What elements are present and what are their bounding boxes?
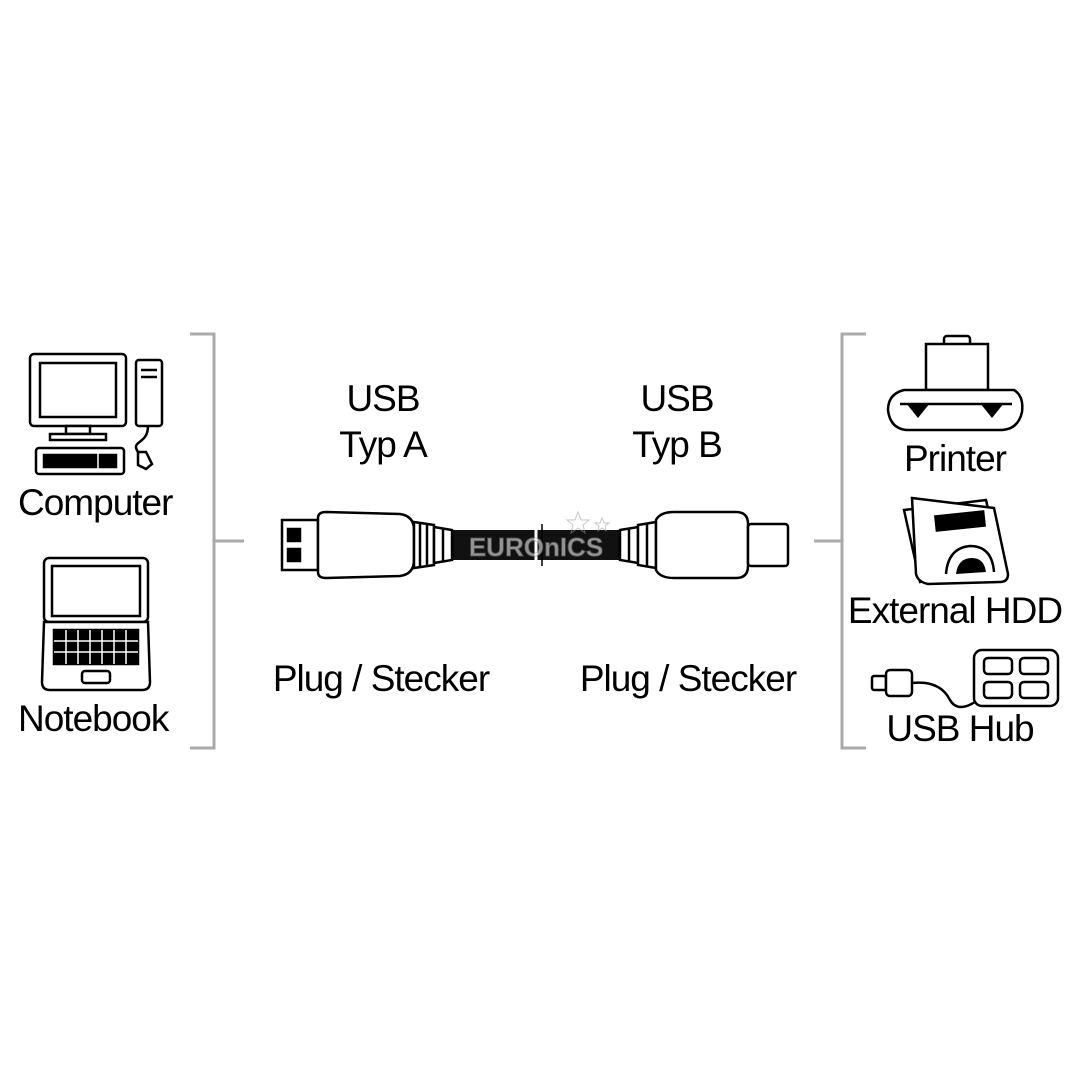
printer-label: Printer [904, 438, 1007, 479]
notebook-icon [40, 556, 152, 692]
usb-hub-icon [870, 648, 1060, 709]
printer-icon [886, 334, 1024, 432]
usb-hub-label: USB Hub [886, 708, 1034, 749]
connector-a-line2: Typ A [339, 424, 428, 465]
usb-cable [452, 524, 620, 566]
right-bracket [814, 332, 866, 750]
left-bracket [190, 332, 244, 750]
connector-b-line1: USB [640, 378, 714, 419]
usb-type-b-plug-icon [618, 510, 790, 580]
connector-a-line1: USB [346, 378, 420, 419]
connector-b-line2: Typ B [632, 424, 723, 465]
notebook-label: Notebook [18, 698, 169, 739]
external-hdd-label: External HDD [847, 590, 1063, 631]
connector-a-gender-label: Plug / Stecker [272, 658, 490, 699]
desktop-computer-icon [28, 352, 164, 476]
computer-label: Computer [18, 482, 173, 523]
watermark-text: EUROnICS [469, 532, 603, 562]
usb-type-a-plug-icon [280, 510, 454, 580]
connector-b-gender-label: Plug / Stecker [579, 658, 797, 699]
watermark-logo: EUROnICS [468, 510, 611, 562]
external-hdd-icon [902, 496, 1010, 586]
